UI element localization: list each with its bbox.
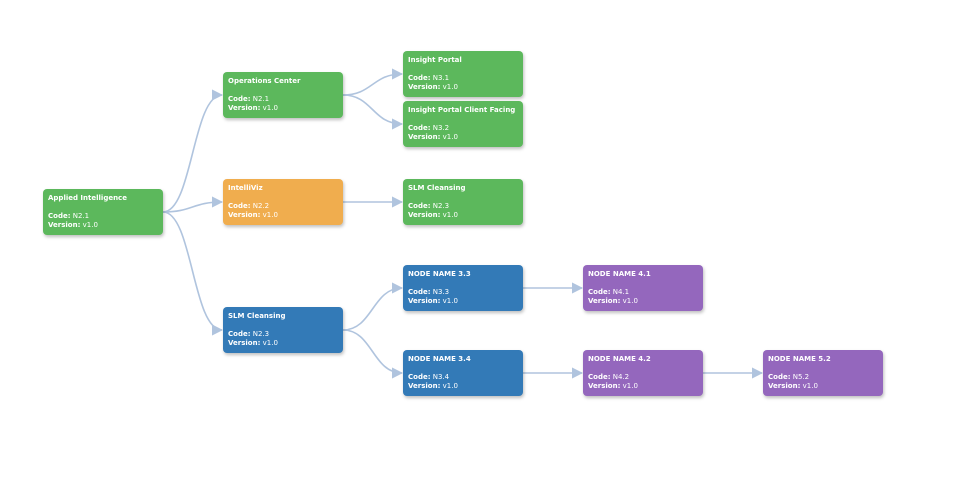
node-name-3-3[interactable]: NODE NAME 3.3 Code: N3.3 Version: v1.0 [403, 265, 523, 311]
code-label: Code: [48, 212, 71, 220]
connector-root-slm1 [162, 211, 224, 336]
node-title: Operations Center [228, 77, 301, 85]
node-insight-portal[interactable]: Insight Portal Code: N3.1 Version: v1.0 [403, 51, 523, 97]
node-code: N2.2 [252, 202, 270, 210]
code-label: Code: [408, 202, 431, 210]
node-intelliviz[interactable]: IntelliViz Code: N2.2 Version: v1.0 [223, 179, 343, 225]
node-title: IntelliViz [228, 184, 263, 192]
node-version: v1.0 [442, 83, 458, 91]
version-label: Version: [408, 297, 441, 305]
node-code: N3.3 [432, 288, 450, 296]
version-label: Version: [588, 297, 621, 305]
node-insight-portal-client-facing[interactable]: Insight Portal Client Facing Code: N3.2 … [403, 101, 523, 147]
connector-root-ops [162, 89, 224, 213]
node-code: N2.3 [432, 202, 450, 210]
node-title: Insight Portal Client Facing [408, 106, 516, 114]
node-applied-intelligence[interactable]: Applied Intelligence Code: N2.1 Version:… [43, 189, 163, 235]
node-code: N2.3 [252, 330, 270, 338]
connector-ops-ipcf [342, 94, 404, 130]
code-label: Code: [588, 288, 611, 296]
node-version: v1.0 [442, 382, 458, 390]
node-operations-center[interactable]: Operations Center Code: N2.1 Version: v1… [223, 72, 343, 118]
node-code: N3.2 [432, 124, 450, 132]
node-code: N2.1 [72, 212, 90, 220]
code-label: Code: [408, 288, 431, 296]
node-name-4-1[interactable]: NODE NAME 4.1 Code: N4.1 Version: v1.0 [583, 265, 703, 311]
code-label: Code: [408, 74, 431, 82]
version-label: Version: [588, 382, 621, 390]
version-label: Version: [408, 382, 441, 390]
connector-slm1-n33 [342, 282, 404, 331]
node-name-3-4[interactable]: NODE NAME 3.4 Code: N3.4 Version: v1.0 [403, 350, 523, 396]
node-title: Applied Intelligence [48, 194, 127, 202]
node-code: N3.4 [432, 373, 450, 381]
code-label: Code: [228, 202, 251, 210]
code-label: Code: [768, 373, 791, 381]
version-label: Version: [768, 382, 801, 390]
node-version: v1.0 [442, 133, 458, 141]
node-version: v1.0 [442, 211, 458, 219]
node-code: N5.2 [792, 373, 810, 381]
node-title: NODE NAME 3.4 [408, 355, 471, 363]
node-version: v1.0 [262, 211, 278, 219]
node-version: v1.0 [82, 221, 98, 229]
node-title: SLM Cleansing [408, 184, 466, 192]
node-version: v1.0 [622, 382, 638, 390]
version-label: Version: [408, 133, 441, 141]
node-slm-cleansing-2[interactable]: SLM Cleansing Code: N2.3 Version: v1.0 [403, 179, 523, 225]
code-label: Code: [408, 373, 431, 381]
code-label: Code: [228, 95, 251, 103]
node-version: v1.0 [262, 104, 278, 112]
node-name-5-2[interactable]: NODE NAME 5.2 Code: N5.2 Version: v1.0 [763, 350, 883, 396]
node-title: NODE NAME 4.2 [588, 355, 651, 363]
version-label: Version: [228, 104, 261, 112]
node-name-4-2[interactable]: NODE NAME 4.2 Code: N4.2 Version: v1.0 [583, 350, 703, 396]
node-title: SLM Cleansing [228, 312, 286, 320]
connector-ops-ip [342, 68, 404, 96]
version-label: Version: [228, 339, 261, 347]
version-label: Version: [48, 221, 81, 229]
node-code: N2.1 [252, 95, 270, 103]
code-label: Code: [588, 373, 611, 381]
code-label: Code: [408, 124, 431, 132]
node-title: NODE NAME 4.1 [588, 270, 651, 278]
node-code: N4.1 [612, 288, 630, 296]
node-version: v1.0 [442, 297, 458, 305]
node-slm-cleansing[interactable]: SLM Cleansing Code: N2.3 Version: v1.0 [223, 307, 343, 353]
version-label: Version: [408, 211, 441, 219]
node-code: N3.1 [432, 74, 450, 82]
version-label: Version: [228, 211, 261, 219]
node-title: Insight Portal [408, 56, 462, 64]
node-code: N4.2 [612, 373, 630, 381]
node-version: v1.0 [622, 297, 638, 305]
node-version: v1.0 [802, 382, 818, 390]
code-label: Code: [228, 330, 251, 338]
node-title: NODE NAME 3.3 [408, 270, 471, 278]
node-title: NODE NAME 5.2 [768, 355, 831, 363]
connector-root-intel [162, 196, 224, 213]
connector-slm1-n34 [342, 329, 404, 379]
node-version: v1.0 [262, 339, 278, 347]
version-label: Version: [408, 83, 441, 91]
